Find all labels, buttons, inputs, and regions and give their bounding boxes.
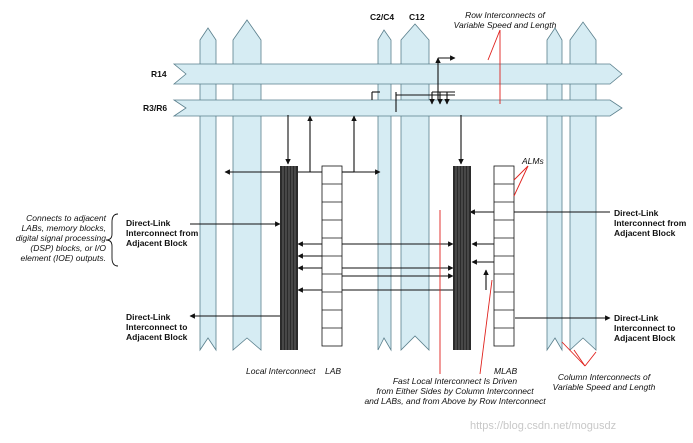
row-interconnects: [172, 63, 623, 117]
label-c2c4: C2/C4: [370, 12, 395, 22]
row-strip-r14: [172, 63, 623, 85]
label-c12: C12: [409, 12, 425, 22]
local-interconnect-right: [453, 166, 471, 350]
label-r3r6: R3/R6: [143, 103, 168, 113]
local-interconnect-left: [280, 166, 298, 350]
label-mlab: MLAB: [494, 366, 518, 376]
label-lab: LAB: [325, 366, 342, 376]
label-dl-to-right: Direct-Link Interconnect to Adjacent Blo…: [614, 313, 676, 343]
callout-alms-1: [513, 165, 529, 181]
callout-col-2: [573, 349, 586, 367]
label-dl-from-left: Direct-Link Interconnect from Adjacent B…: [126, 218, 199, 248]
label-connects-note: Connects to adjacent LABs, memory blocks…: [15, 213, 106, 263]
callout-col-3: [584, 351, 597, 367]
callout-col-1: [561, 341, 586, 367]
label-r14: R14: [151, 69, 167, 79]
callout-alms-2: [513, 165, 529, 197]
label-row-interconnects: Row Interconnects of Variable Speed and …: [453, 10, 557, 30]
mlab-block: [493, 165, 515, 347]
lab-block: [321, 165, 343, 347]
label-alms: ALMs: [522, 156, 544, 166]
connects-brace: [105, 213, 119, 267]
watermark: https://blog.csdn.net/mogusdz: [470, 420, 617, 432]
label-local-interconnect: Local Interconnect: [246, 366, 316, 376]
callout-row-1: [487, 29, 501, 61]
callout-fast-2: [479, 279, 493, 375]
label-column-interconnects: Column Interconnects of Variable Speed a…: [552, 372, 656, 392]
label-dl-to-left: Direct-Link Interconnect to Adjacent Blo…: [126, 312, 188, 342]
callout-lines: [439, 29, 597, 375]
row-strip-r3r6: [172, 99, 623, 117]
label-dl-from-right: Direct-Link Interconnect from Adjacent B…: [614, 208, 687, 238]
label-fast-local: Fast Local Interconnect Is Driven from E…: [364, 376, 546, 406]
